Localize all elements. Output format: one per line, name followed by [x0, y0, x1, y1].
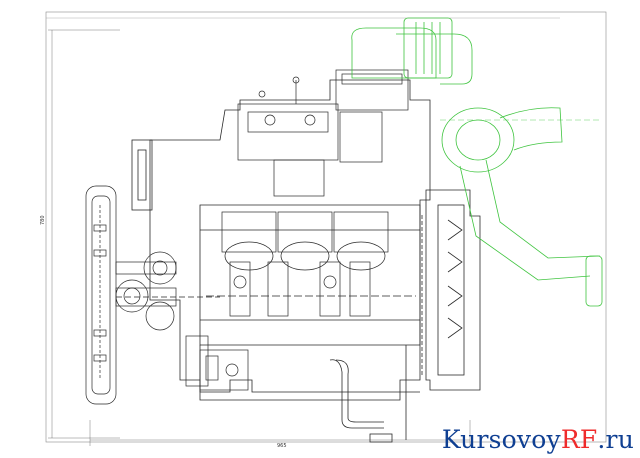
oil-sump	[199, 345, 420, 443]
sheet-frame	[45, 11, 607, 443]
watermark-part-2: RF	[560, 425, 598, 454]
turbocharger-green	[351, 17, 603, 307]
crankcase-block	[131, 79, 431, 401]
cylinder-head	[237, 69, 409, 197]
flywheel-housing	[421, 189, 481, 391]
lower-accessories	[185, 335, 249, 391]
dimension-width-label: 965	[277, 443, 287, 449]
watermark-part-3: .ru	[597, 425, 634, 454]
cylinder-bank	[206, 211, 416, 317]
front-pulley-assembly	[85, 185, 220, 405]
dimension-height-label: 780	[40, 215, 46, 225]
dimension-lines	[48, 29, 471, 446]
watermark-part-1: Kursovoy	[441, 425, 561, 454]
